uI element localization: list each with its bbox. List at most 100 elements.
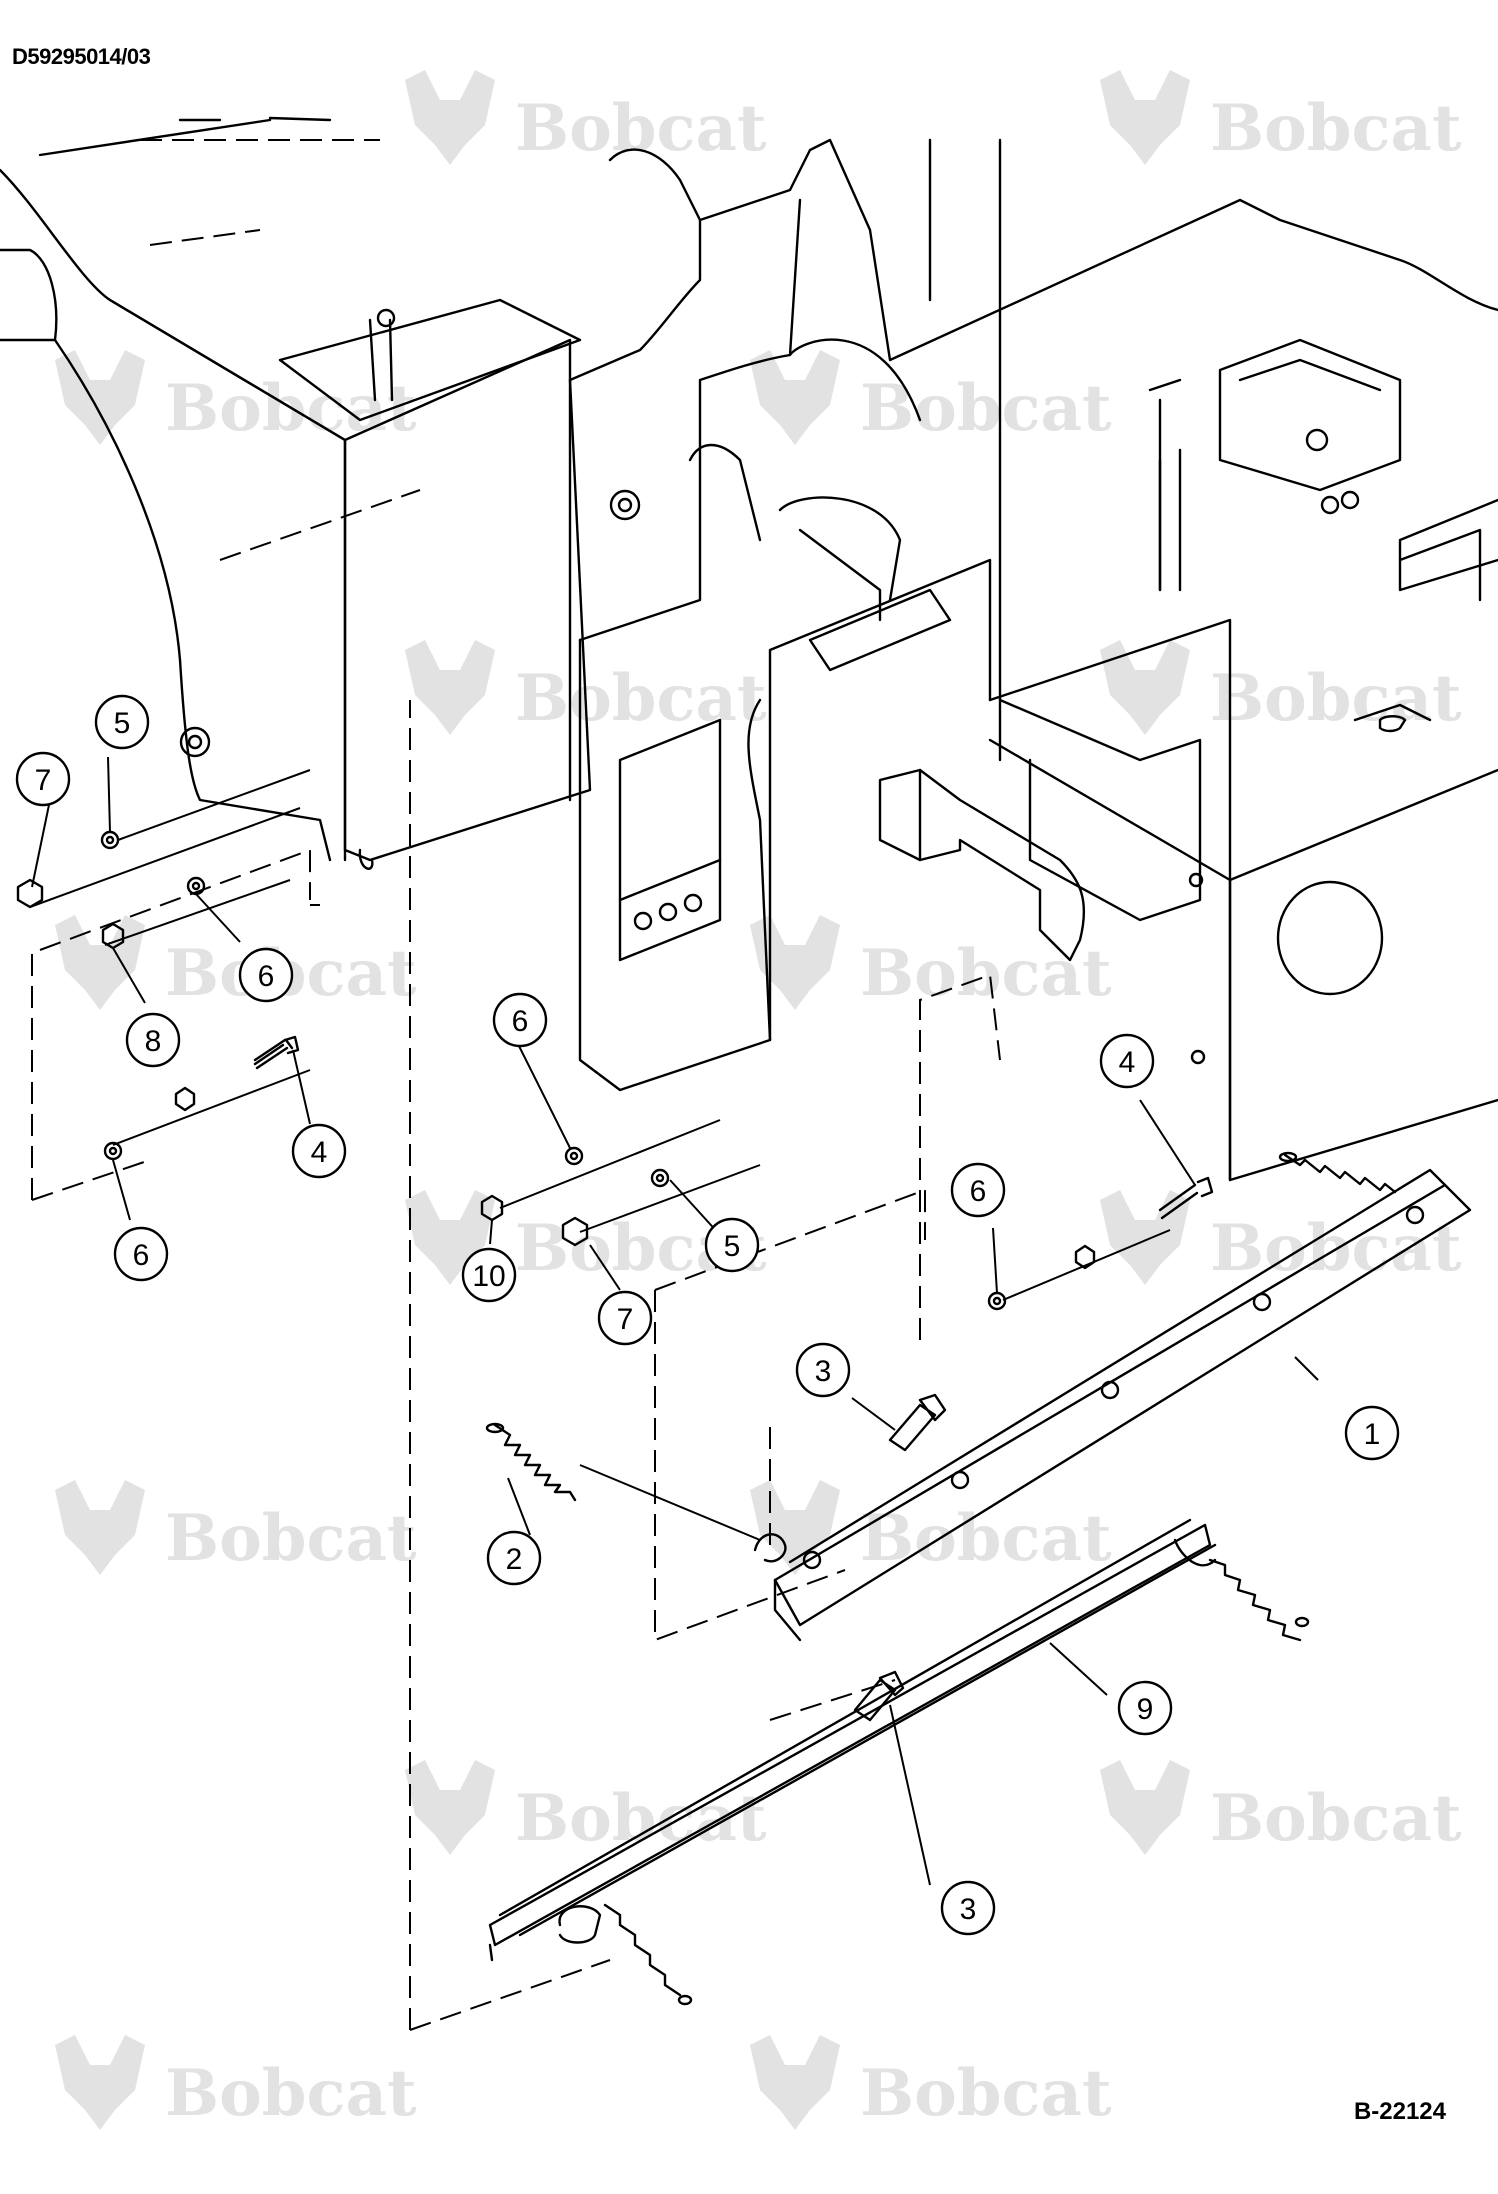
callout-circle xyxy=(125,1012,181,1068)
callout-number: 4 xyxy=(1119,1046,1136,1079)
bobcat-logo-icon xyxy=(405,1190,495,1285)
callout-c7a: 7 xyxy=(15,751,71,807)
part-9-bar xyxy=(488,1523,1212,1947)
callout-number: 6 xyxy=(970,1175,987,1208)
callout-circle xyxy=(291,1123,347,1179)
figure-id: B-22124 xyxy=(1353,2098,1446,2125)
bobcat-logo-icon xyxy=(750,915,840,1010)
washer-5-left xyxy=(100,830,120,850)
watermark-brand: Bobcat xyxy=(1210,1781,1462,1856)
callout-c7b: 7 xyxy=(597,1290,653,1346)
nut-8 xyxy=(101,922,125,950)
callout-circle xyxy=(795,1342,851,1398)
washer-5-centre xyxy=(650,1168,670,1188)
callout-circle xyxy=(1099,1033,1155,1089)
bobcat-logo-icon xyxy=(405,640,495,735)
callout-c1: 1 xyxy=(1344,1405,1400,1461)
callout-circle xyxy=(238,947,294,1003)
bobcat-logo-icon xyxy=(750,350,840,445)
callout-circle xyxy=(15,751,71,807)
callout-number: 10 xyxy=(472,1260,505,1293)
callout-number: 7 xyxy=(35,764,52,797)
watermark-brand: Bobcat xyxy=(860,371,1112,446)
watermark-brand: Bobcat xyxy=(515,91,767,166)
spring-lower-right xyxy=(1208,1558,1302,1642)
watermark-tile: Bobcat xyxy=(750,2035,1112,2131)
callout-circle xyxy=(113,1226,169,1282)
callout-number: 1 xyxy=(1364,1418,1381,1451)
watermark-tile: Bobcat xyxy=(405,70,767,166)
watermark-brand: Bobcat xyxy=(1210,661,1462,736)
bobcat-logo-icon xyxy=(55,2035,145,2130)
callout-c2: 2 xyxy=(486,1530,542,1586)
callout-c8: 8 xyxy=(125,1012,181,1068)
watermark-tile: Bobcat xyxy=(1100,640,1462,736)
callout-number: 3 xyxy=(815,1355,832,1388)
spring-2 xyxy=(493,1423,577,1502)
callout-number: 7 xyxy=(617,1303,634,1336)
callout-c6c: 6 xyxy=(492,992,548,1048)
watermark-brand: Bobcat xyxy=(165,2056,417,2131)
washer-6-centre xyxy=(564,1146,584,1166)
watermark-tile: Bobcat xyxy=(405,1760,767,1856)
watermark-tile: Bobcat xyxy=(750,350,1112,446)
callout-c3b: 3 xyxy=(940,1880,996,1936)
callout-number: 6 xyxy=(512,1005,529,1038)
callout-c3a: 3 xyxy=(795,1342,851,1398)
parts-linework xyxy=(16,830,1472,2006)
callout-number: 5 xyxy=(724,1230,741,1263)
bobcat-logo-icon xyxy=(1100,70,1190,165)
callout-circle xyxy=(94,694,150,750)
callout-circle xyxy=(940,1880,996,1936)
watermark-brand: Bobcat xyxy=(860,936,1112,1011)
watermark-brand: Bobcat xyxy=(165,1501,417,1576)
bobcat-logo-icon xyxy=(405,1760,495,1855)
callout-circle xyxy=(461,1247,517,1303)
callout-number: 5 xyxy=(114,707,131,740)
callout-circle xyxy=(1344,1405,1400,1461)
bobcat-logo-icon xyxy=(750,2035,840,2130)
watermark-tile: Bobcat xyxy=(750,915,1112,1011)
watermark-tile: Bobcat xyxy=(1100,70,1462,166)
callout-circle xyxy=(492,992,548,1048)
callout-number: 9 xyxy=(1137,1693,1154,1726)
bobcat-logo-icon xyxy=(1100,1760,1190,1855)
callout-number: 8 xyxy=(145,1025,162,1058)
callout-c6b: 6 xyxy=(113,1226,169,1282)
callout-circle xyxy=(704,1217,760,1273)
callout-c6d: 6 xyxy=(950,1162,1006,1218)
callout-number: 2 xyxy=(506,1543,523,1576)
bolt-3-upper xyxy=(888,1403,937,1452)
bobcat-logo-icon xyxy=(55,350,145,445)
nut-7-centre xyxy=(561,1216,589,1247)
callout-c9: 9 xyxy=(1117,1680,1173,1736)
callout-circle xyxy=(950,1162,1006,1218)
drawing-id: D59295014/03 xyxy=(12,44,151,69)
watermark-brand: Bobcat xyxy=(860,2056,1112,2131)
nut-10 xyxy=(480,1194,504,1222)
watermark-tile: Bobcat xyxy=(55,1480,417,1576)
spring-upper xyxy=(1283,1153,1397,1194)
callout-circle xyxy=(597,1290,653,1346)
washer-6-left-lower xyxy=(103,1141,123,1161)
callout-number: 4 xyxy=(311,1136,328,1169)
bolt-4-left xyxy=(253,1038,294,1070)
callout-c4b: 4 xyxy=(1099,1033,1155,1089)
bobcat-logo-icon xyxy=(750,1480,840,1575)
watermark-tile: Bobcat xyxy=(55,915,417,1011)
watermark-tile: Bobcat xyxy=(55,2035,417,2131)
watermark-tile: Bobcat xyxy=(750,1480,1112,1576)
watermark-tile: Bobcat xyxy=(1100,1190,1462,1286)
watermark-tile: Bobcat xyxy=(1100,1760,1462,1856)
washer-6-right xyxy=(987,1291,1007,1311)
callout-leaders xyxy=(29,756,1319,1886)
watermark-brand: Bobcat xyxy=(515,661,767,736)
bobcat-logo-icon xyxy=(405,70,495,165)
callout-c6a: 6 xyxy=(238,947,294,1003)
watermark-tile: Bobcat xyxy=(405,640,767,736)
bobcat-logo-icon xyxy=(1100,1190,1190,1285)
callout-layer: 7 5 6 8 4 6 6 10 5 7 4 6 3 1 2 9 3 xyxy=(15,694,1400,1936)
callout-number: 3 xyxy=(960,1893,977,1926)
